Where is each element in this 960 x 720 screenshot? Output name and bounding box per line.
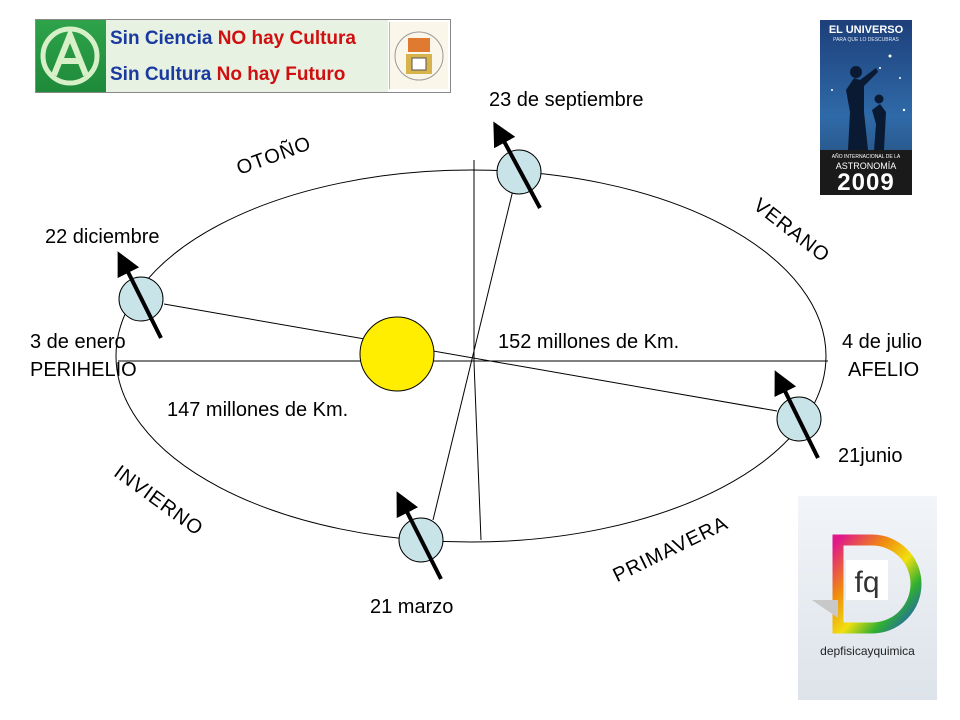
axis-arrow-icon xyxy=(493,121,542,209)
label-january: 3 de enero xyxy=(30,331,126,353)
earth-june xyxy=(774,370,822,459)
label-december: 22 diciembre xyxy=(45,226,160,248)
label-september: 23 de septiembre xyxy=(489,89,644,111)
banner-text-panel xyxy=(106,20,388,92)
science-logo-icon xyxy=(40,26,100,86)
axis-arrow-icon xyxy=(396,491,443,580)
fq-letters: fq xyxy=(854,566,879,599)
axis-arrow-icon xyxy=(117,251,163,339)
banner-line-2: Sin Cultura No hay Futuro xyxy=(110,64,345,86)
label-march: 21 marzo xyxy=(370,596,454,618)
poster-year: 2009 xyxy=(837,169,895,195)
earth-march xyxy=(396,491,444,580)
axis-arrow-icon xyxy=(774,370,820,459)
label-distance-far: 152 millones de Km. xyxy=(498,331,680,353)
fq-caption: depfisicayquimica xyxy=(820,644,915,658)
earth-orbit xyxy=(115,169,827,543)
poster-bottom-band xyxy=(820,150,912,195)
banner-line-2-b: No hay Futuro xyxy=(216,64,346,85)
banner-line-1: Sin Ciencia NO hay Cultura xyxy=(110,28,356,50)
solstice-line xyxy=(163,303,778,412)
stargazers-icon xyxy=(831,54,906,150)
fq-logo: fq depfisicayquimica xyxy=(798,496,937,700)
poster-title: EL UNIVERSO xyxy=(828,24,904,36)
label-distance-near: 147 millones de Km. xyxy=(167,399,349,421)
earth-december xyxy=(117,251,164,339)
poster-astronomy: ASTRONOMÍA xyxy=(835,161,897,171)
banner-line-1-a: Sin Ciencia xyxy=(110,28,218,49)
equinox-line xyxy=(432,189,514,521)
label-perihelio: PERIHELIO xyxy=(30,359,137,381)
banner-line-1-b: NO hay Cultura xyxy=(217,28,357,49)
earth-september xyxy=(493,121,542,209)
label-july: 4 de julio xyxy=(842,331,923,353)
vertical-line-bottom xyxy=(473,361,482,541)
fq-d-icon: fq xyxy=(812,534,922,634)
label-afelio: AFELIO xyxy=(848,359,920,381)
poster-subtitle: PARA QUE LO DESCUBRAS xyxy=(833,37,899,43)
sun xyxy=(359,316,435,392)
poster-small-text: AÑO INTERNACIONAL DE LA xyxy=(831,154,901,160)
label-june: 21junio xyxy=(838,445,903,467)
banner-stamp-emblem xyxy=(389,22,448,89)
header-banner: Sin Ciencia NO hay Cultura Sin Cultura N… xyxy=(35,19,451,93)
banner-line-2-a: Sin Cultura xyxy=(110,64,217,85)
stamp-icon xyxy=(394,31,444,81)
astronomy-year-poster: EL UNIVERSO PARA QUE LO DESCUBRAS AÑO IN… xyxy=(820,20,912,195)
